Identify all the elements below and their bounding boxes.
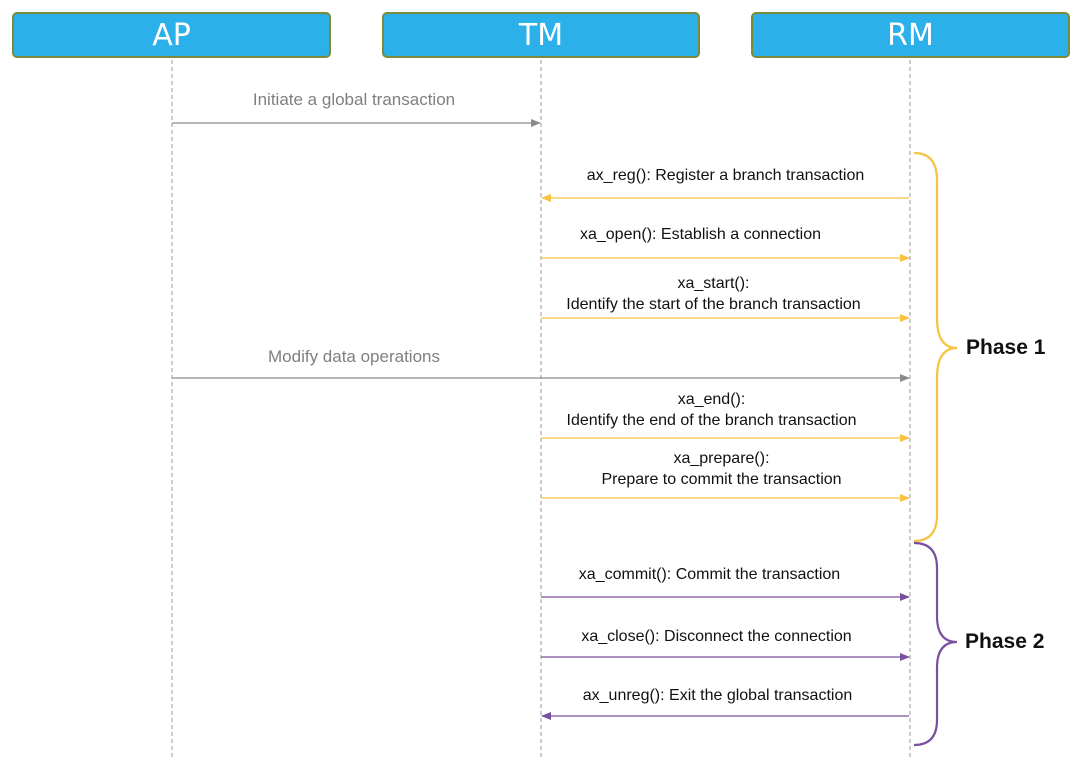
msg-modify: Modify data operations xyxy=(268,347,440,366)
msg-xa-start-1: xa_start(): xyxy=(677,275,750,292)
actor-rm: RM xyxy=(751,12,1070,58)
phase2-brace xyxy=(913,541,958,747)
msg-xa-end-2: Identify the end of the branch transacti… xyxy=(566,412,857,429)
msg-xa-end-1: xa_end(): xyxy=(677,391,746,408)
actor-tm: TM xyxy=(382,12,700,58)
phase2-label: Phase 2 xyxy=(965,630,1045,653)
msg-xa-commit: xa_commit(): Commit the transaction xyxy=(578,566,841,583)
msg-ax-unreg: ax_unreg(): Exit the global transaction xyxy=(582,687,853,704)
msg-xa-open: xa_open(): Establish a connection xyxy=(579,226,822,243)
msg-ax-reg: ax_reg(): Register a branch transaction xyxy=(586,167,865,184)
msg-xa-close: xa_close(): Disconnect the connection xyxy=(581,628,852,645)
phase1-label: Phase 1 xyxy=(966,336,1046,359)
actor-ap: AP xyxy=(12,12,331,58)
phase1-brace xyxy=(913,151,958,543)
msg-xa-start-2: Identify the start of the branch transac… xyxy=(566,296,861,313)
msg-xa-prepare-2: Prepare to commit the transaction xyxy=(601,471,842,488)
msg-initiate: Initiate a global transaction xyxy=(252,90,456,109)
msg-xa-prepare-1: xa_prepare(): xyxy=(673,450,770,467)
